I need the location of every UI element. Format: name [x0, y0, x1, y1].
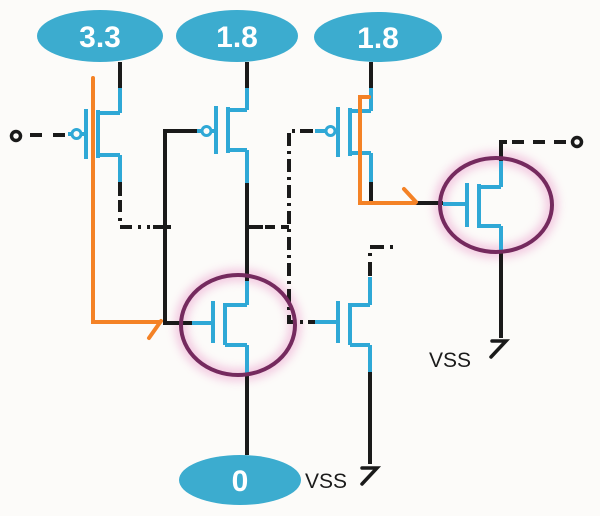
wire-pmos1-drain-dashdot — [118, 200, 150, 229]
supply-label-0: 0 — [232, 465, 249, 498]
highlight-circle-group — [179, 156, 554, 377]
nmos-transistor-center — [192, 281, 249, 373]
orange-path-left — [91, 76, 162, 324]
supply-ellipse-1v8-left — [176, 10, 298, 62]
wire-nmos4-drain-dashdot — [368, 245, 399, 276]
vss-label-right: VSS — [429, 349, 471, 372]
pmos-transistor-1 — [68, 88, 122, 182]
pmos1-gate-bubble-icon — [70, 128, 83, 140]
supply-label-3v3: 3.3 — [79, 21, 121, 54]
supply-ellipse-0 — [179, 455, 301, 505]
ground-arrow-right-icon — [489, 339, 511, 359]
nmos-transistor-mid — [315, 277, 372, 372]
vss-label-bottom: VSS — [305, 470, 347, 493]
ground-symbol-group — [360, 339, 511, 486]
ground-arrow-bottom-icon — [360, 466, 382, 486]
wire-vertical-dashdot — [287, 129, 315, 324]
dashed-wire-group — [30, 129, 566, 324]
input-terminal-icon — [9, 129, 23, 143]
pmos3-gate-bubble-icon — [324, 125, 337, 137]
pmos1-body — [68, 88, 122, 182]
orange-arrowhead-left-icon — [147, 319, 163, 340]
orange-arrowhead-right-icon — [402, 187, 418, 204]
wire-nmos-right-drain-corner — [499, 140, 507, 162]
supply-label-1v8-right: 1.8 — [357, 22, 399, 55]
output-terminal-icon — [570, 135, 584, 149]
blue-wire-group — [68, 88, 503, 373]
orange-path-group — [91, 76, 418, 340]
highlight-circle-center-transistor — [179, 273, 297, 377]
nmos-transistor-right — [443, 161, 503, 250]
highlight-circle-right-transistor — [438, 156, 554, 254]
pmos-transistor-2 — [197, 88, 249, 183]
pmos2-gate-bubble-icon — [200, 125, 213, 137]
orange-path-right — [358, 95, 417, 205]
supply-ellipse-1v8-right — [314, 12, 442, 62]
supply-ellipse-group: 3.3 1.8 1.8 0 — [37, 10, 442, 505]
pmos2-body — [197, 88, 249, 183]
supply-label-1v8-left: 1.8 — [216, 21, 258, 54]
supply-ellipse-3v3 — [37, 10, 163, 62]
